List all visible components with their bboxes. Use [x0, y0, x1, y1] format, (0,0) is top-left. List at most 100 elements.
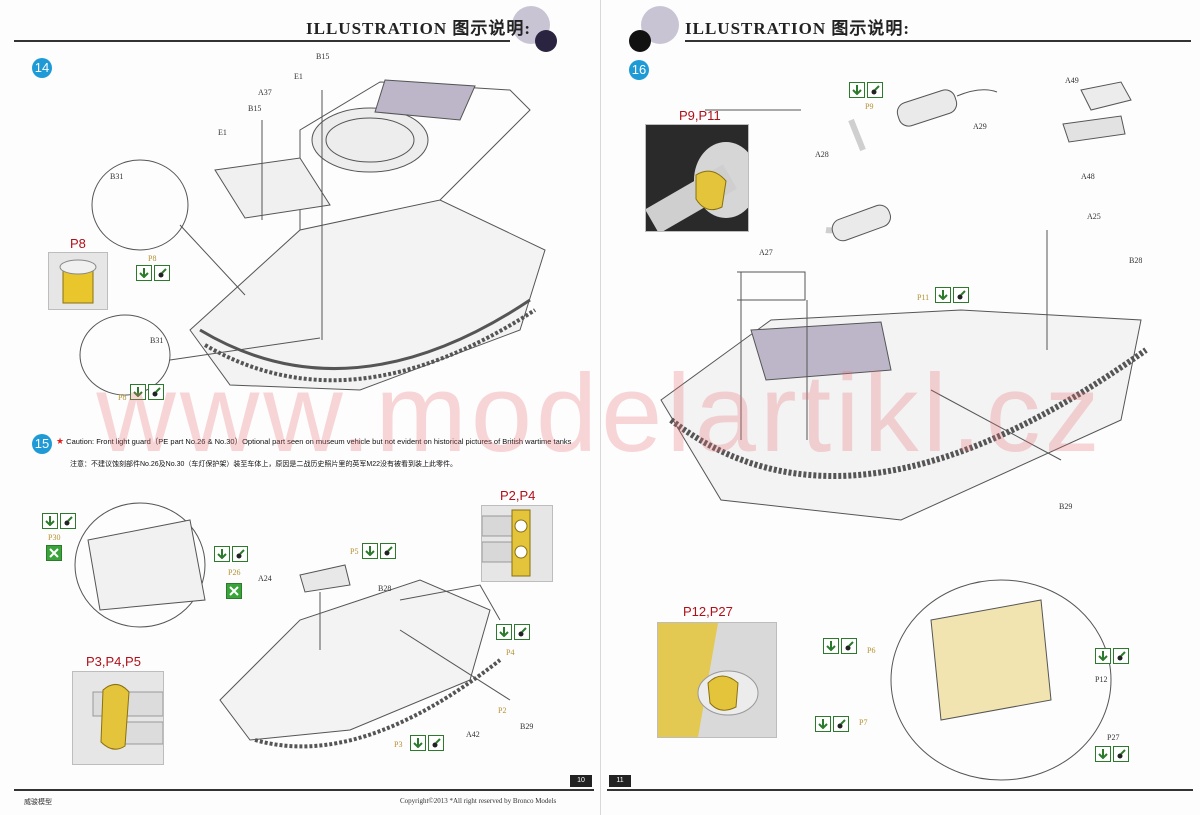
p9p11-part-image	[646, 125, 748, 231]
assembly-icons	[849, 82, 883, 98]
pe-label: P8	[148, 254, 157, 263]
step-15-badge: 15	[32, 434, 52, 454]
glue-arrow-icon	[935, 287, 951, 303]
assembly-icons	[42, 513, 76, 529]
p12p27-part-image	[658, 623, 776, 737]
glue-arrow-icon	[1095, 648, 1111, 664]
pe-label: P4	[506, 648, 515, 657]
p9p11-photo	[645, 124, 749, 232]
glue-arrow-icon	[136, 265, 152, 281]
glue-bottle-icon	[953, 287, 969, 303]
glue-arrow-icon	[410, 735, 426, 751]
caution-text-zh: 注意：不建议蚀刻部件No.26及No.30（车灯保护架）装至车体上，原因是二战历…	[70, 461, 457, 468]
pe-label: P26	[228, 568, 241, 577]
glue-bottle-icon	[833, 716, 849, 732]
glue-bottle-icon	[380, 543, 396, 559]
assembly-icons	[136, 265, 170, 281]
footer-copyright: Copyright©2013 *All right reserved by Br…	[400, 797, 557, 805]
part-label: A37	[258, 88, 272, 97]
glue-arrow-icon	[130, 384, 146, 400]
part-label: B15	[248, 104, 262, 113]
glue-arrow-icon	[815, 716, 831, 732]
part-label: P27	[1107, 733, 1120, 742]
pe-label: P3	[394, 740, 403, 749]
part-label: A25	[1087, 212, 1101, 221]
caution-star-icon: ★	[56, 436, 65, 446]
step-16-badge: 16	[629, 60, 649, 80]
assembly-icons	[410, 735, 444, 751]
part-label: A28	[815, 150, 829, 159]
step-14-hull-drawing	[79, 79, 546, 396]
part-label: B28	[1129, 256, 1143, 265]
glue-arrow-icon	[849, 82, 865, 98]
p3p4p5-photo	[72, 671, 164, 765]
header-circle-decor	[629, 30, 651, 52]
part-label: A42	[466, 730, 480, 739]
assembly-icons	[226, 583, 242, 599]
footer-brand: 威骏模型	[24, 798, 52, 806]
page-number: 10	[570, 775, 592, 787]
p3p4p5-callout-title: P3,P4,P5	[86, 654, 141, 669]
p12p27-callout-title: P12,P27	[683, 604, 733, 619]
page-number: 11	[609, 775, 631, 787]
assembly-icons	[130, 384, 164, 400]
glue-arrow-icon	[823, 638, 839, 654]
pe-label: P7	[859, 718, 868, 727]
assembly-icons	[46, 545, 62, 561]
part-label: B29	[520, 722, 534, 731]
glue-bottle-icon	[514, 624, 530, 640]
glue-bottle-icon	[1113, 746, 1129, 762]
assembly-icons	[815, 716, 849, 732]
pe-label: P11	[917, 293, 930, 302]
header-circle-decor	[535, 30, 557, 52]
step-16-hull-drawing	[660, 81, 1148, 781]
optional-part-icon	[46, 545, 62, 561]
caution-note: ★ Caution: Front light guard（PE part No.…	[56, 436, 591, 447]
p2p4-photo	[481, 505, 553, 582]
p9p11-callout-title: P9,P11	[679, 108, 721, 123]
glue-bottle-icon	[154, 265, 170, 281]
caution-text-en: Caution: Front light guard（PE part No.26…	[66, 437, 572, 446]
part-label: B28	[378, 584, 392, 593]
p8-photo	[48, 252, 108, 310]
pe-label: P9	[865, 102, 874, 111]
optional-part-icon	[226, 583, 242, 599]
pe-label: P2	[498, 706, 507, 715]
pe-label: P8	[118, 393, 127, 402]
pe-label: P30	[48, 533, 61, 542]
part-label: A24	[258, 574, 272, 583]
p8-callout-title: P8	[70, 236, 86, 251]
glue-bottle-icon	[1113, 648, 1129, 664]
part-label: E1	[294, 72, 303, 81]
part-label: A29	[973, 122, 987, 131]
page-left: ILLUSTRATION 图示说明: 14 15 B15 E1 A37 B15 …	[14, 6, 594, 806]
glue-bottle-icon	[60, 513, 76, 529]
part-label: A27	[759, 248, 773, 257]
page-right: ILLUSTRATION 图示说明: 16 A49 A28 A29 A48 A2…	[600, 0, 1200, 815]
assembly-icons	[362, 543, 396, 559]
glue-bottle-icon	[428, 735, 444, 751]
part-label: E1	[218, 128, 227, 137]
glue-bottle-icon	[148, 384, 164, 400]
assembly-icons	[214, 546, 248, 562]
p8-part-image	[59, 259, 97, 304]
assembly-icons	[935, 287, 969, 303]
assembly-icons	[823, 638, 857, 654]
header-rule	[14, 40, 510, 42]
assembly-icons	[496, 624, 530, 640]
part-label: A49	[1065, 76, 1079, 85]
part-label: B31	[110, 172, 124, 181]
part-label: B31	[150, 336, 164, 345]
glue-bottle-icon	[841, 638, 857, 654]
footer-rule	[607, 789, 1193, 791]
p12p27-photo	[657, 622, 777, 738]
p3p4p5-part-image	[92, 684, 163, 750]
pe-label: P6	[867, 646, 876, 655]
step-14-badge: 14	[32, 58, 52, 78]
footer-rule	[14, 789, 594, 791]
part-label: B29	[1059, 502, 1073, 511]
glue-arrow-icon	[42, 513, 58, 529]
assembly-icons	[1095, 746, 1129, 762]
assembly-icons	[1095, 648, 1129, 664]
p2p4-part-image	[482, 509, 531, 577]
